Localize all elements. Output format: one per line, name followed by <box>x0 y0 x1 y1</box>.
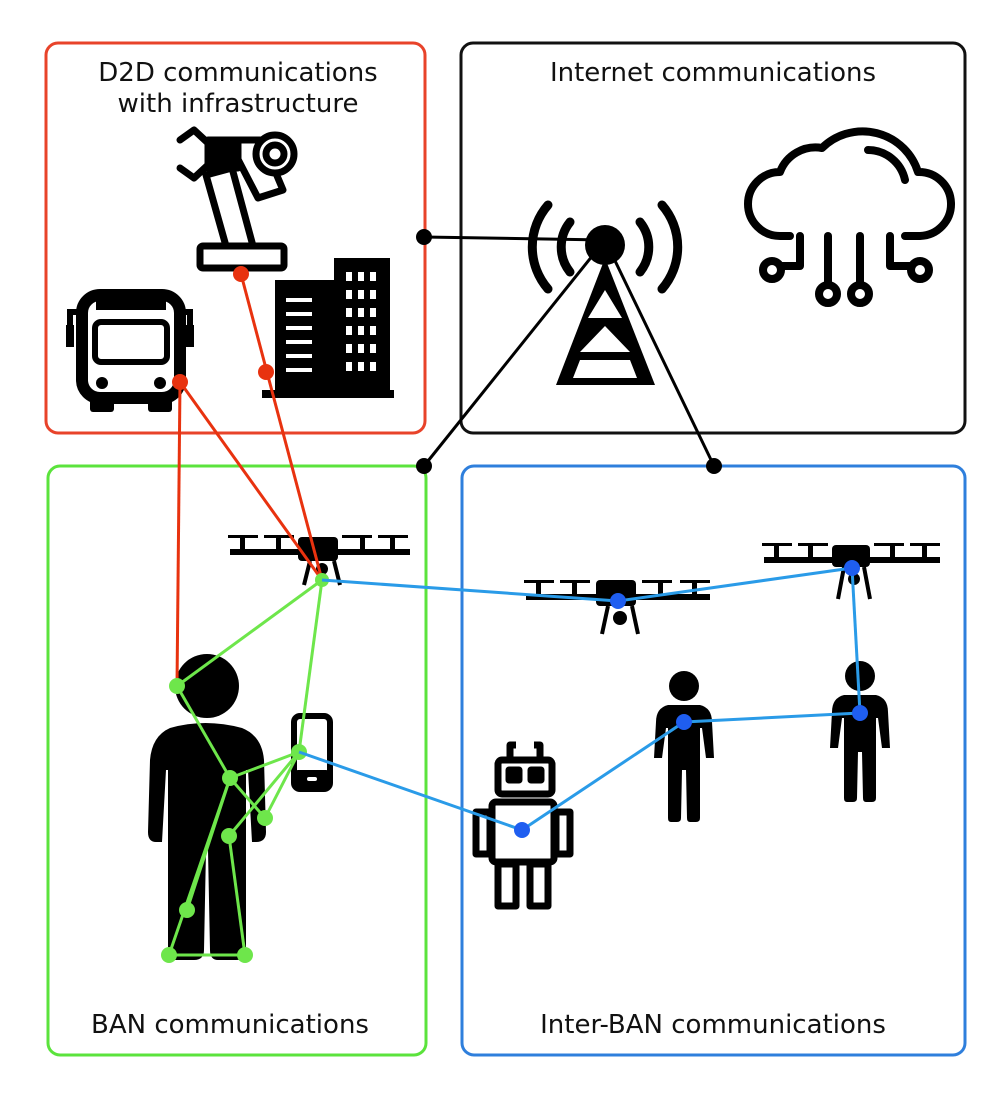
link-node <box>161 947 177 963</box>
link-node <box>258 364 274 380</box>
inter-ban-link-nodes <box>514 560 868 838</box>
person-icon <box>148 654 266 960</box>
person-icon <box>830 661 890 802</box>
buildings-icon <box>262 258 394 398</box>
panel-internet-title: Internet communications <box>550 58 876 88</box>
panel-ban-border <box>46 464 428 1057</box>
inter-ban-links <box>298 566 862 832</box>
link-node <box>237 947 253 963</box>
link-node <box>172 374 188 390</box>
link-node <box>844 560 860 576</box>
panel-d2d: D2D communications with infrastructure <box>44 41 427 435</box>
link-node <box>257 810 273 826</box>
panel-d2d-title-line-2: with infrastructure <box>118 89 359 119</box>
link-node <box>706 458 722 474</box>
link-node <box>179 902 195 918</box>
person-icon <box>654 671 714 822</box>
link-node <box>852 705 868 721</box>
link-node <box>514 822 530 838</box>
link-node <box>233 266 249 282</box>
panel-internet: Internet communications <box>459 41 967 435</box>
link-node <box>416 458 432 474</box>
panel-ban: BAN communications <box>46 464 428 1057</box>
link-node <box>169 678 185 694</box>
cloud-network-icon <box>744 127 955 307</box>
panel-ban-title: BAN communications <box>91 1010 369 1040</box>
link-node <box>610 593 626 609</box>
panel-d2d-title-line-1: D2D communications <box>98 58 377 88</box>
internet-link-nodes <box>416 229 722 474</box>
bus-icon <box>66 289 194 412</box>
d2d-links <box>175 273 324 687</box>
robot-arm-icon <box>176 126 298 272</box>
link-node <box>676 714 692 730</box>
internet-links <box>422 235 716 467</box>
ban-link-nodes <box>161 573 329 963</box>
ban-links <box>167 578 324 957</box>
link-node <box>416 229 432 245</box>
link-node <box>221 828 237 844</box>
cell-tower-icon <box>527 200 683 385</box>
link-node <box>222 770 238 786</box>
d2d-link-nodes <box>172 266 274 390</box>
robot-icon <box>472 741 574 910</box>
panel-inter-ban-title: Inter-BAN communications <box>540 1010 886 1040</box>
